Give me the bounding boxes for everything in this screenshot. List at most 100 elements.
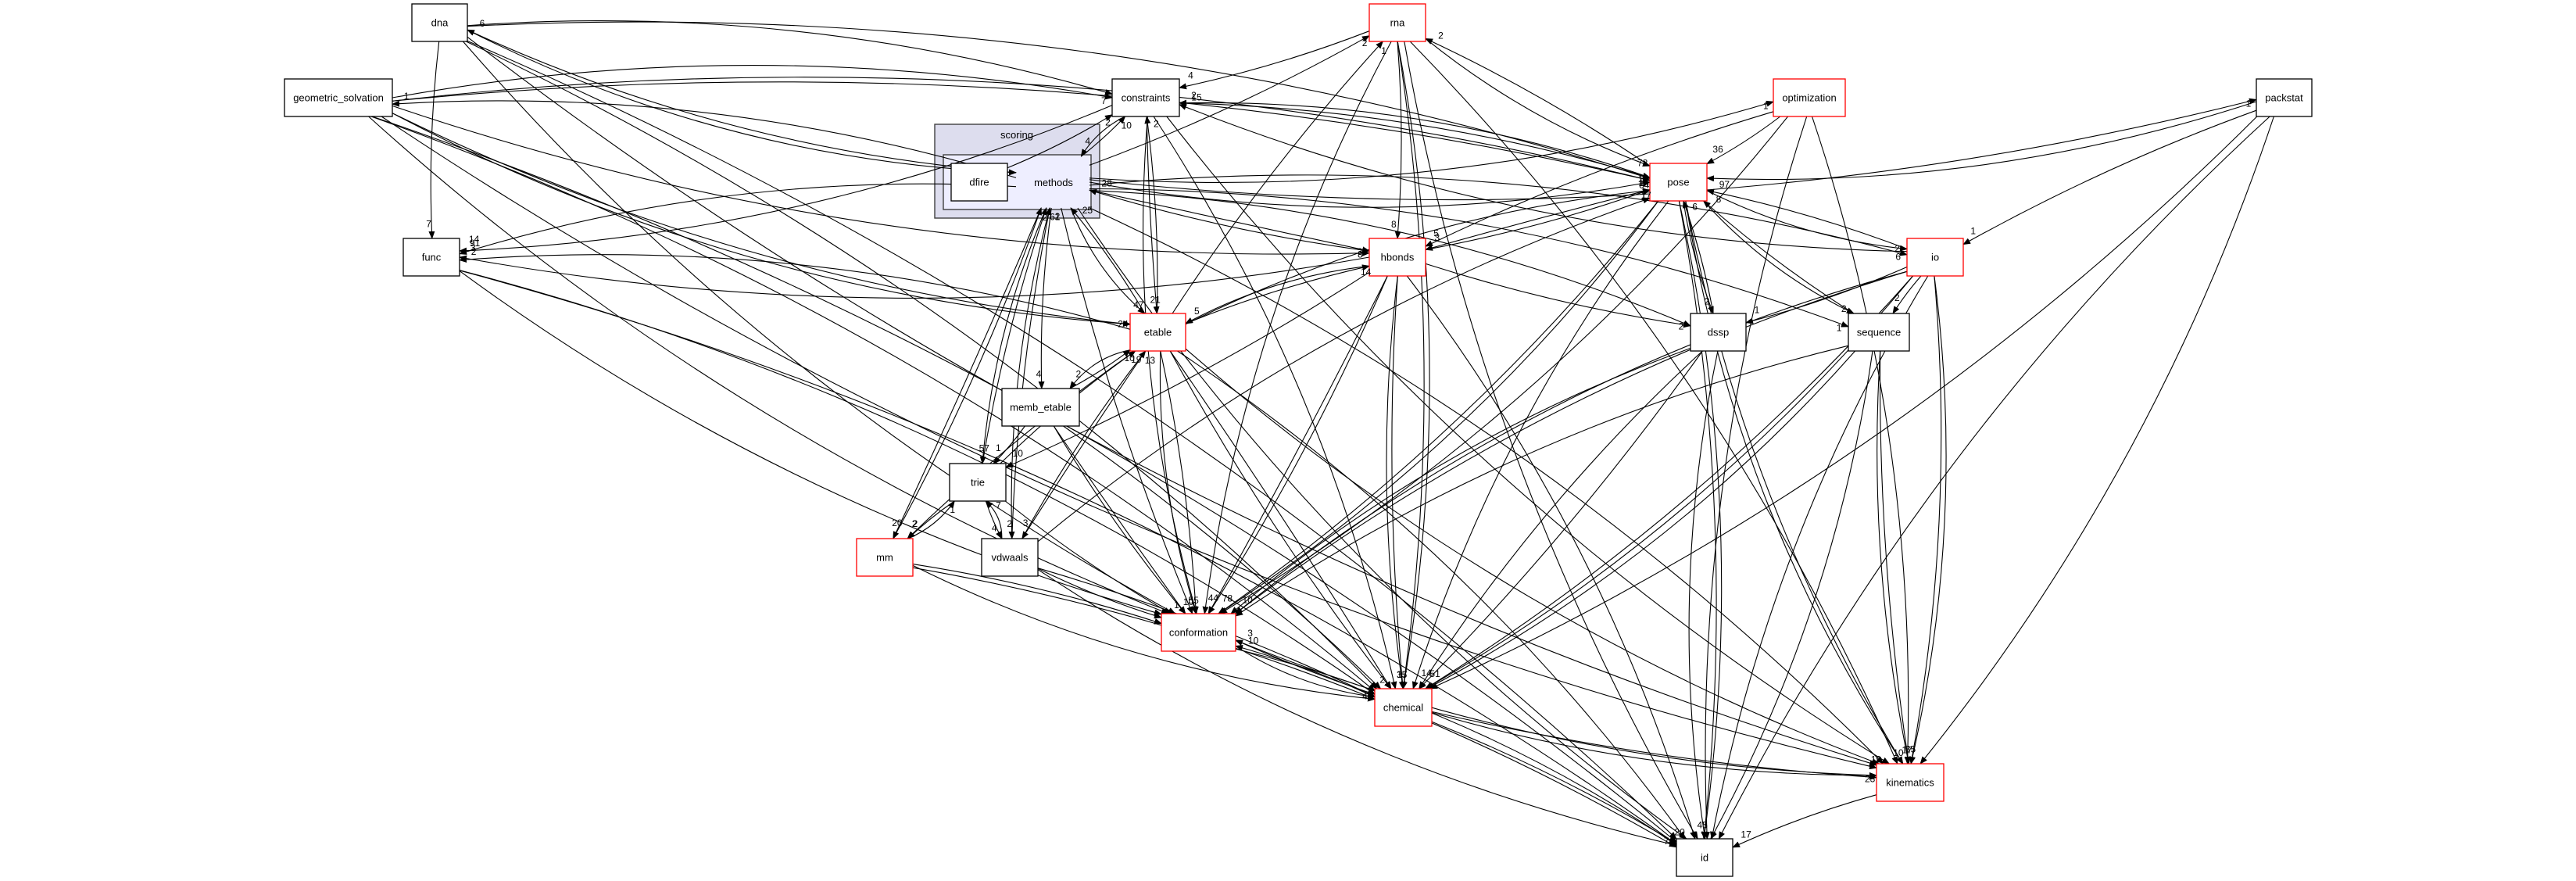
edge-methods-to-memb-etable[interactable] [1038,207,1052,389]
edge-label[interactable]: 1 [404,91,410,102]
edge-methods-to-dna[interactable] [467,29,1017,174]
edge-io-to-pose[interactable] [1706,188,1908,250]
node-pose[interactable]: pose [1649,163,1708,202]
edge-label[interactable]: 1 [1763,101,1769,112]
edge-label[interactable]: 14 [1639,177,1650,188]
edge-label[interactable]: 2 [1841,303,1847,314]
edge-label[interactable]: 2 [1007,518,1012,529]
edge-methods-to-geometric-solvation[interactable] [392,100,1017,178]
edge-label[interactable]: 57 [979,443,990,454]
edge-label[interactable]: 10 [1013,448,1024,459]
edge-label[interactable]: 2 [1679,321,1684,332]
edge-dssp-to-chemical[interactable] [1419,350,1703,689]
edge-pose-to-chemical[interactable] [1411,200,1669,689]
edge-hbonds-to-dssp[interactable] [1425,263,1691,328]
edge-hbonds-to-pose[interactable] [1425,188,1651,250]
node-memb-etable[interactable]: memb_etable [1001,388,1080,427]
edge-label[interactable]: 4 [1085,136,1090,147]
edge-label[interactable]: 2 [1191,90,1197,101]
node-mm[interactable]: mm [856,538,914,577]
edge-label[interactable]: 2 [1055,211,1061,222]
edge-label[interactable]: 2 [1894,292,1900,303]
edge-label[interactable]: 10 [1183,596,1194,607]
edge-optimization-to-kinematics[interactable] [1811,116,1911,765]
edge-io-to-conformation[interactable] [1234,270,1908,614]
edge-label[interactable]: 64 [1639,180,1650,191]
edge-dna-to-constraints[interactable] [467,20,1113,95]
edge-etable-to-vdwaals[interactable] [1021,350,1147,539]
edge-label[interactable]: 2 [1154,119,1159,130]
edge-packstat-to-pose[interactable] [1706,101,2257,182]
edge-sequence-to-kinematics[interactable] [1879,350,1911,765]
edge-dna-to-kinematics[interactable] [467,36,1877,766]
edge-memb-etable-to-trie[interactable] [993,425,1025,464]
edge-constraints-to-pose[interactable] [1179,102,1651,179]
edge-methods-to-conformation[interactable] [1061,207,1193,614]
edge-label[interactable]: 17 [1641,190,1652,201]
edge-label[interactable]: 7 [1664,836,1669,847]
edge-io-to-sequence[interactable] [1892,275,1922,314]
edge-constraints-to-kinematics[interactable] [1166,116,1891,765]
edge-methods-to-rna[interactable] [1089,35,1370,166]
edge-label[interactable]: 35 [1905,744,1916,755]
edge-rna-to-pose[interactable] [1425,38,1651,167]
edge-hbonds-to-chemical[interactable] [1391,275,1406,689]
edge-label[interactable]: 4 [1036,369,1042,380]
edge-geometric-solvation-to-hbonds[interactable] [392,105,1370,256]
edge-label[interactable]: 15 [1191,92,1202,103]
node-geometric-solvation[interactable]: geometric_solvation [284,78,393,117]
edge-func-to-id[interactable] [459,270,1677,845]
edge-label[interactable]: 97 [1719,179,1730,190]
edge-label[interactable]: 45 [1698,819,1708,830]
edge-label[interactable]: 30 [1358,246,1368,257]
edge-pose-to-conformation[interactable] [1218,200,1659,614]
node-io[interactable]: io [1906,238,1964,277]
edge-label[interactable]: 14 [469,234,480,245]
edge-io-to-id[interactable] [1709,275,1929,840]
edge-dssp-to-id[interactable] [1688,350,1719,840]
node-dfire[interactable]: dfire [950,163,1008,202]
edge-label[interactable]: 78 [1222,593,1233,604]
edge-label[interactable]: 1 [1381,45,1386,56]
node-func[interactable]: func [402,238,460,277]
edge-label[interactable]: 17 [1902,745,1912,756]
edge-label[interactable]: 3 [1247,628,1253,639]
edge-io-to-constraints[interactable] [1179,104,1908,252]
edge-etable-to-rna[interactable] [1172,41,1384,314]
edge-vdwaals-to-pose[interactable] [1037,197,1651,543]
edge-label[interactable]: 61 [1050,212,1061,223]
edge-methods-to-pose[interactable] [1089,180,1651,208]
edge-label[interactable]: 4 [1188,70,1193,81]
edge-label[interactable]: 51 [1429,668,1440,679]
edge-methods-to-etable[interactable] [1070,207,1146,314]
edge-label[interactable]: 8 [1358,249,1363,260]
node-packstat[interactable]: packstat [2256,78,2313,117]
node-chemical[interactable]: chemical [1374,688,1433,727]
edge-vdwaals-to-etable[interactable] [1021,350,1147,539]
edge-label[interactable]: 78 [1637,157,1648,168]
node-sequence[interactable]: sequence [1848,313,1910,352]
edge-methods-to-dssp[interactable] [1089,190,1691,327]
edge-hbonds-to-func[interactable] [459,255,1370,299]
edge-pose-to-id[interactable] [1678,200,1717,840]
edge-label[interactable]: 14 [1361,267,1372,278]
edge-conformation-to-id[interactable] [1235,648,1677,846]
edge-io-to-conformation[interactable] [1234,270,1908,614]
edge-label[interactable]: 19 [1871,754,1882,765]
edge-etable-to-memb-etable[interactable] [1069,349,1131,389]
edge-io-to-kinematics[interactable] [1909,275,1947,765]
edge-sequence-to-chemical[interactable] [1426,350,1856,689]
edge-dna-to-conformation[interactable] [462,41,1176,614]
node-conformation[interactable]: conformation [1161,613,1236,652]
edge-io-to-dssp[interactable] [1745,266,1908,324]
edge-optimization-to-id[interactable] [1703,116,1808,840]
edge-kinematics-to-id[interactable] [1732,794,1877,848]
edge-label[interactable]: 8 [1716,194,1722,205]
edge-chemical-to-kinematics[interactable] [1431,711,1877,780]
edge-label[interactable]: 19 [1131,354,1142,365]
node-vdwaals[interactable]: vdwaals [981,538,1039,577]
node-dssp[interactable]: dssp [1690,313,1747,352]
edge-etable-to-id[interactable] [1177,350,1686,840]
edge-hbonds-to-chemical[interactable] [1386,275,1405,689]
edge-hbonds-to-etable[interactable] [1185,265,1370,324]
